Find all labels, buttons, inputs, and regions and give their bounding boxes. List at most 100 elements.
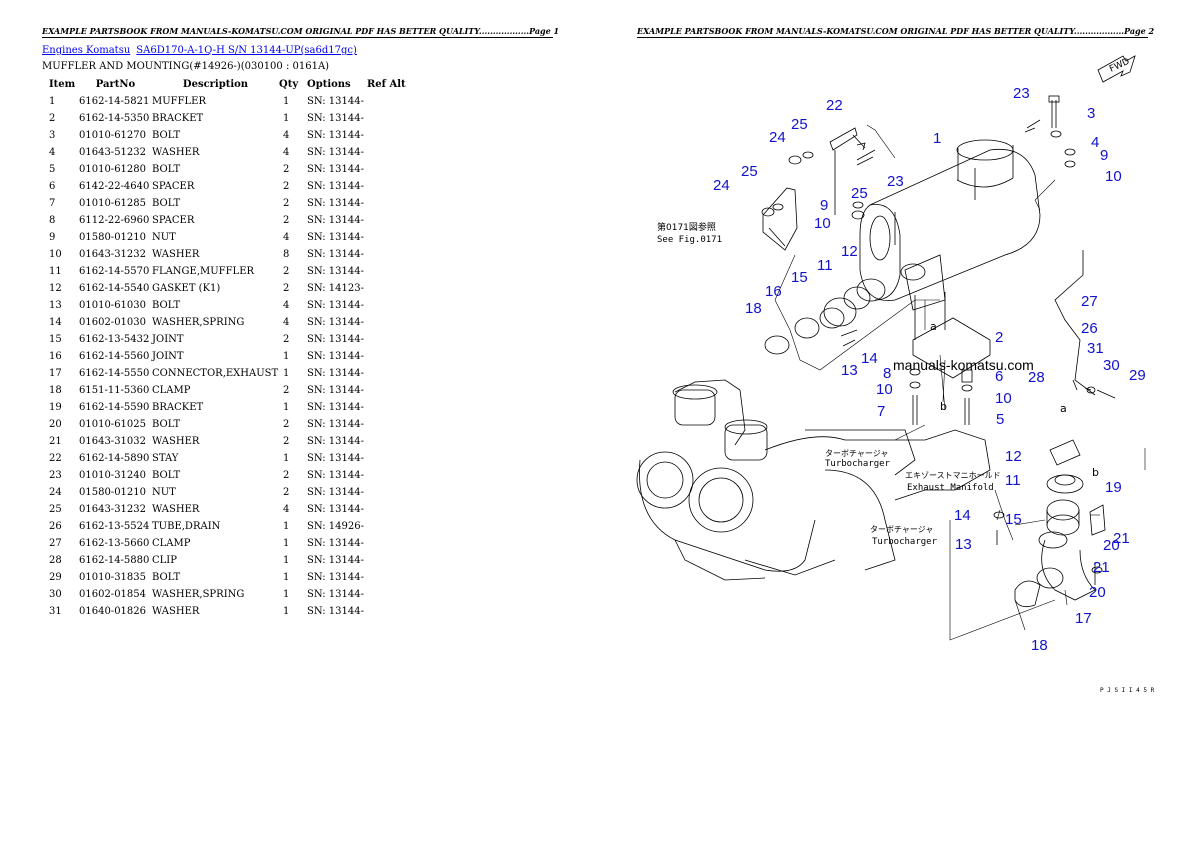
cell-item: 15	[49, 334, 62, 345]
cell-qty: 1	[283, 555, 290, 566]
cell-options: SN: 13144-	[307, 351, 364, 362]
cell-description: CLAMP	[152, 385, 191, 396]
cell-options: SN: 13144-	[307, 198, 364, 209]
cell-qty: 1	[283, 538, 290, 549]
cell-ref-alt	[367, 382, 407, 399]
drain-tube-drawing	[1054, 250, 1096, 396]
cell-item: 14	[49, 317, 62, 328]
cell-ref-alt	[367, 229, 407, 246]
turbocharger-label-jp-2: ターボチャージャ	[870, 525, 933, 534]
cell-partno: 6162-13-5524	[79, 521, 150, 532]
cell-ref-alt	[367, 399, 407, 416]
cell-qty: 1	[283, 589, 290, 600]
cell-description: WASHER	[152, 504, 200, 515]
cell-options: SN: 13144-	[307, 249, 364, 260]
turbocharger-label-en-2: Turbocharger	[872, 537, 938, 547]
cell-description: SPACER	[152, 181, 195, 192]
cell-ref-alt	[367, 178, 407, 195]
cell-description: BRACKET	[152, 113, 204, 124]
forward-arrow-icon	[1097, 55, 1136, 83]
cell-qty: 4	[283, 300, 290, 311]
marker-a-2: a	[1060, 402, 1067, 415]
cell-partno: 6162-14-5350	[79, 113, 150, 124]
cell-options: SN: 13144-	[307, 453, 364, 464]
cell-ref-alt	[367, 161, 407, 178]
cell-ref-alt	[367, 603, 407, 620]
cell-description: WASHER	[152, 249, 200, 260]
turbocharger-label-jp: ターボチャージャ	[825, 449, 888, 458]
cell-item: 24	[49, 487, 62, 498]
cell-item: 2	[49, 113, 56, 124]
column-header-ref-alt: Ref Alt	[367, 79, 406, 90]
breadcrumb-link-engines[interactable]: Engines Komatsu	[42, 45, 131, 56]
cell-options: SN: 13144-	[307, 334, 364, 345]
callout-number: 29	[1129, 367, 1146, 384]
cell-qty: 4	[283, 504, 290, 515]
cell-description: WASHER	[152, 436, 200, 447]
cell-ref-alt	[367, 93, 407, 110]
cell-description: NUT	[152, 232, 176, 243]
cell-ref-alt	[367, 433, 407, 450]
cell-item: 27	[49, 538, 62, 549]
cell-options: SN: 13144-	[307, 402, 364, 413]
cell-item: 5	[49, 164, 56, 175]
callout-number: 15	[1005, 511, 1022, 528]
cell-partno: 6162-14-5540	[79, 283, 150, 294]
cell-qty: 2	[283, 334, 290, 345]
cell-ref-alt	[367, 467, 407, 484]
cell-options: SN: 13144-	[307, 555, 364, 566]
callout-number: 19	[1105, 479, 1122, 496]
cell-partno: 6162-13-5660	[79, 538, 150, 549]
cell-options: SN: 13144-	[307, 266, 364, 277]
callout-number: 20	[1089, 584, 1106, 601]
cell-item: 26	[49, 521, 62, 532]
cell-item: 30	[49, 589, 62, 600]
callout-number: 25	[851, 185, 868, 202]
cell-ref-alt	[367, 195, 407, 212]
manifold-label-en: Exhaust Manifold	[907, 483, 994, 493]
cell-options: SN: 13144-	[307, 487, 364, 498]
callout-number: 6	[995, 368, 1003, 385]
cell-description: SPACER	[152, 215, 195, 226]
cell-options: SN: 13144-	[307, 181, 364, 192]
cell-partno: 01643-31032	[79, 436, 147, 447]
callout-number: 18	[1031, 637, 1048, 654]
callout-number: 10	[995, 390, 1012, 407]
connector-drawing	[1014, 439, 1106, 608]
cell-ref-alt	[367, 348, 407, 365]
cell-item: 3	[49, 130, 56, 141]
cell-qty: 8	[283, 249, 290, 260]
callout-number: 2	[995, 329, 1003, 346]
callout-number: 24	[713, 177, 730, 194]
parts-list-page: EXAMPLE PARTSBOOK FROM MANUALS-KOMATSU.C…	[42, 26, 559, 620]
cell-options: SN: 13144-	[307, 96, 364, 107]
marker-b: b	[940, 400, 947, 413]
callout-number: 28	[1028, 369, 1045, 386]
cell-ref-alt	[367, 331, 407, 348]
cell-partno: 01602-01030	[79, 317, 147, 328]
cell-partno: 6162-14-5590	[79, 402, 150, 413]
breadcrumb-link-model[interactable]: SA6D170-A-1Q-H S/N 13144-UP(sa6d17gc)	[136, 45, 357, 56]
cell-qty: 1	[283, 96, 290, 107]
cell-partno: 01010-61025	[79, 419, 147, 430]
column-header-description: Description	[182, 79, 249, 90]
callout-number: 11	[1005, 472, 1021, 489]
callout-number: 3	[1087, 105, 1095, 122]
cell-qty: 1	[283, 606, 290, 617]
callout-number: 9	[1100, 147, 1108, 164]
cell-item: 13	[49, 300, 62, 311]
callout-number: 22	[826, 97, 843, 114]
cell-description: JOINT	[152, 334, 184, 345]
cell-options: SN: 13144-	[307, 606, 364, 617]
